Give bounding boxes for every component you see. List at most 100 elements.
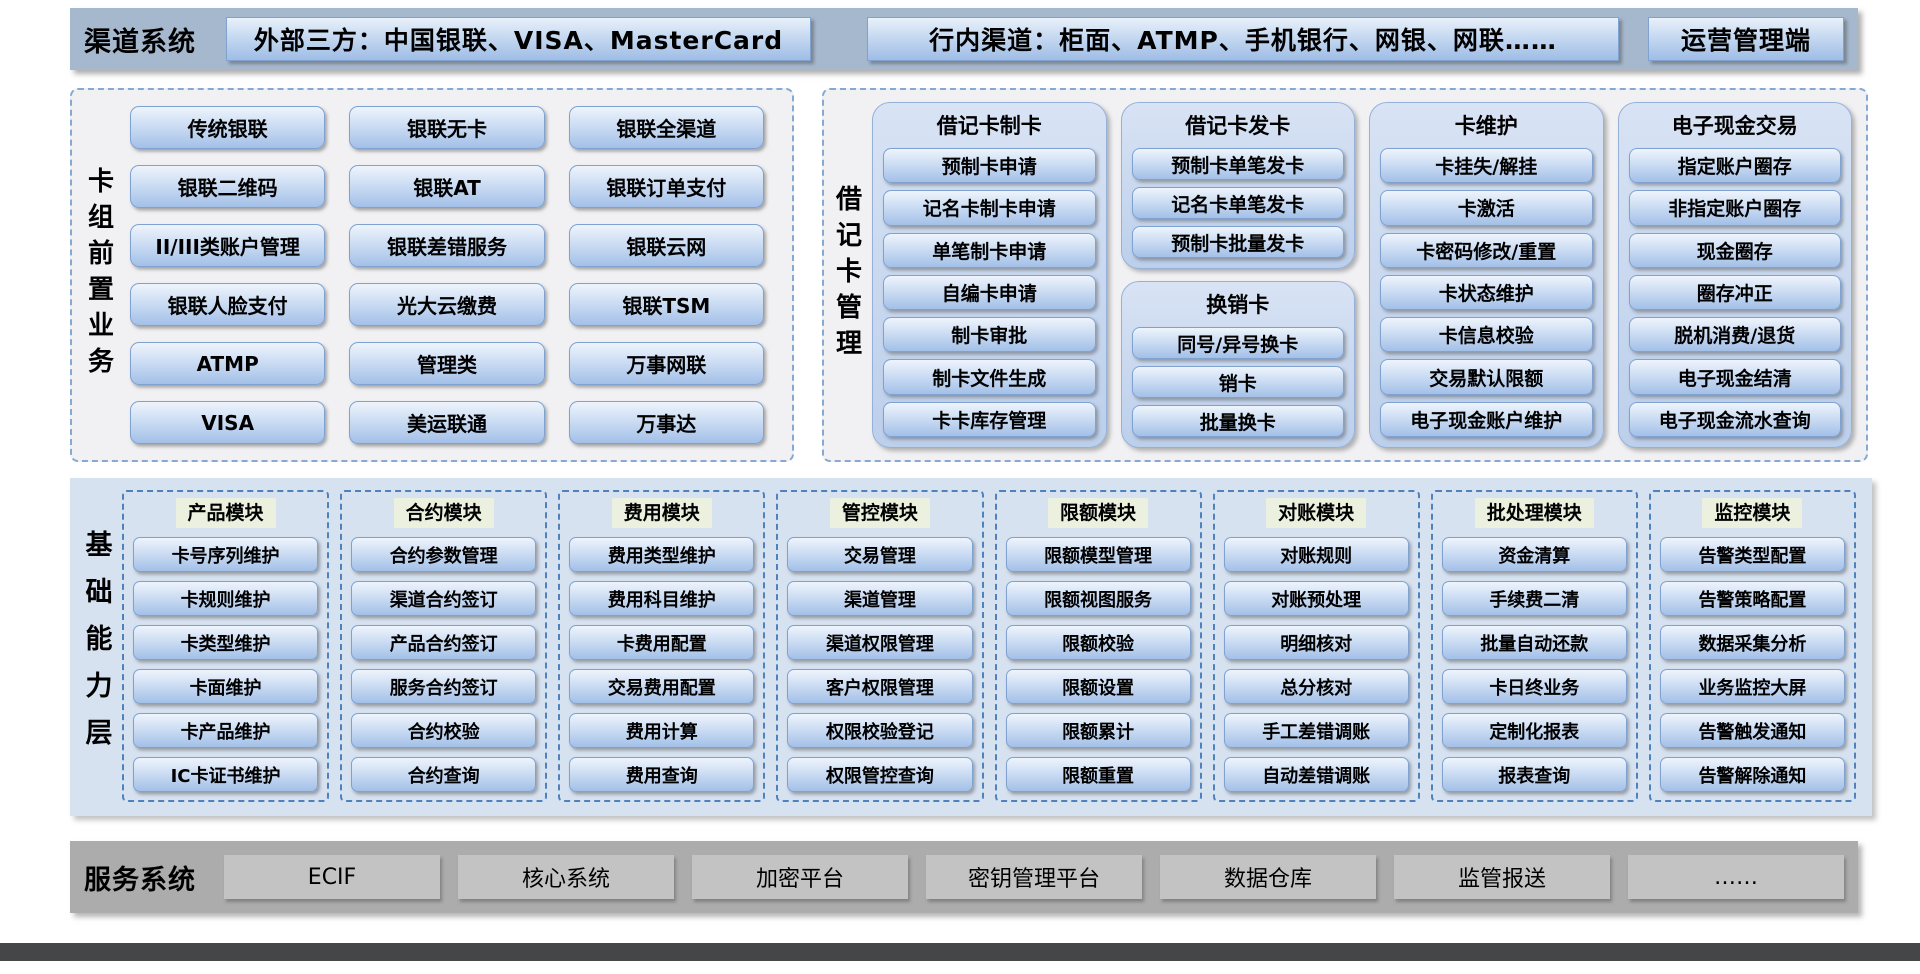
module-item-box: 费用科目维护 <box>569 581 755 616</box>
module-item-box: 费用计算 <box>569 713 755 748</box>
module-item-box: 对账预处理 <box>1223 581 1409 616</box>
swap-cancel-item-box: 销卡 <box>1131 366 1344 398</box>
module-item-box: 权限管控查询 <box>787 757 973 792</box>
module-fee: 费用模块 费用类型维护费用科目维护卡费用配置交易费用配置费用计算费用查询 <box>558 490 766 802</box>
card-front-item-box: 光大云缴费 <box>349 283 545 326</box>
module-item-box: 告警触发通知 <box>1659 713 1845 748</box>
module-item-box: 卡费用配置 <box>569 625 755 660</box>
group-swap-cancel: 换销卡 同号/异号换卡销卡批量换卡 <box>1120 281 1355 448</box>
external-third-party-box: 外部三方：中国银联、VISA、MasterCard <box>226 17 811 61</box>
module-item-box: 渠道管理 <box>787 581 973 616</box>
group-card-issuing-title: 借记卡发卡 <box>1185 114 1291 138</box>
card-maintenance-item-box: 交易默认限额 <box>1380 359 1593 395</box>
module-item-box: 卡类型维护 <box>133 625 319 660</box>
card-front-item-box: 银联云网 <box>568 224 764 267</box>
card-front-item-box: 银联无卡 <box>349 106 545 149</box>
card-maintenance-item-box: 电子现金账户维护 <box>1380 401 1593 437</box>
group-card-maintenance-title: 卡维护 <box>1454 114 1518 138</box>
module-contract: 合约模块 合约参数管理渠道合约签订产品合约签订服务合约签订合约校验合约查询 <box>340 490 548 802</box>
internal-channels-box: 行内渠道：柜面、ATMP、手机银行、网银、网联…… <box>867 17 1619 61</box>
card-maintenance-item-box: 卡挂失/解挂 <box>1380 148 1593 184</box>
module-monitor: 监控模块 告警类型配置告警策略配置数据采集分析业务监控大屏告警触发通知告警解除通… <box>1648 490 1856 802</box>
ops-management-box: 运营管理端 <box>1648 17 1844 61</box>
module-item-box: 资金清算 <box>1441 537 1627 572</box>
card-making-item-box: 制卡审批 <box>883 317 1096 353</box>
module-control-title: 管控模块 <box>829 498 930 528</box>
debit-card-groups: 借记卡制卡 预制卡申请记名卡制卡申请单笔制卡申请自编卡申请制卡审批制卡文件生成卡… <box>870 90 1866 460</box>
card-making-item-box: 记名卡制卡申请 <box>883 190 1096 226</box>
module-item-box: 数据采集分析 <box>1659 625 1845 660</box>
module-item-box: 费用类型维护 <box>569 537 755 572</box>
module-item-box: 卡日终业务 <box>1441 669 1627 704</box>
module-item-box: 明细核对 <box>1223 625 1409 660</box>
card-issuing-item-box: 记名卡单笔发卡 <box>1131 187 1344 219</box>
ecash-trade-item-box: 脱机消费/退货 <box>1628 317 1841 353</box>
card-front-business-label: 卡组前置业务 <box>83 167 114 383</box>
card-maintenance-item-box: 卡状态维护 <box>1380 274 1593 311</box>
card-maintenance-item-box: 卡信息校验 <box>1380 317 1593 353</box>
module-reconciliation-title: 对账模块 <box>1266 498 1367 528</box>
group-column-issue-swap: 借记卡发卡 预制卡单笔发卡记名卡单笔发卡预制卡批量发卡 换销卡 同号/异号换卡销… <box>1120 102 1355 448</box>
module-item-box: 交易管理 <box>787 537 973 572</box>
base-capability-label: 基础能力层 <box>80 529 112 765</box>
card-making-item-box: 自编卡申请 <box>883 274 1096 311</box>
module-item-box: 合约校验 <box>351 713 537 748</box>
module-item-box: 限额校验 <box>1005 625 1191 660</box>
card-making-item-box: 制卡文件生成 <box>883 359 1096 395</box>
card-front-item-box: 银联AT <box>349 165 545 208</box>
module-item-box: 手续费二清 <box>1441 581 1627 616</box>
module-item-box: 总分核对 <box>1223 669 1409 704</box>
card-issuing-item-box: 预制卡批量发卡 <box>1131 226 1344 258</box>
group-card-issuing: 借记卡发卡 预制卡单笔发卡记名卡单笔发卡预制卡批量发卡 <box>1120 102 1355 269</box>
ecash-trade-item-box: 电子现金结清 <box>1628 359 1841 395</box>
module-limit: 限额模块 限额模型管理限额视图服务限额校验限额设置限额累计限额重置 <box>994 490 1202 802</box>
card-making-item-box: 单笔制卡申请 <box>883 232 1096 268</box>
ecash-trade-item-box: 非指定账户圈存 <box>1628 190 1841 226</box>
module-item-box: IC卡证书维护 <box>133 757 319 792</box>
card-maintenance-item-box: 卡激活 <box>1380 190 1593 226</box>
module-monitor-title: 监控模块 <box>1702 498 1803 528</box>
module-item-box: 产品合约签订 <box>351 625 537 660</box>
card-front-item-box: 银联人脸支付 <box>130 283 326 326</box>
channel-system-label: 渠道系统 <box>84 26 196 58</box>
module-item-box: 限额设置 <box>1005 669 1191 704</box>
module-item-box: 批量自动还款 <box>1441 625 1627 660</box>
module-item-box: 限额累计 <box>1005 713 1191 748</box>
module-item-box: 卡产品维护 <box>133 713 319 748</box>
module-item-box: 渠道合约签订 <box>351 581 537 616</box>
module-item-box: 客户权限管理 <box>787 669 973 704</box>
module-item-box: 权限校验登记 <box>787 713 973 748</box>
card-front-item-box: 银联二维码 <box>130 165 326 208</box>
card-front-item-box: 美运联通 <box>349 401 545 444</box>
card-making-item-box: 卡卡库存管理 <box>883 401 1096 437</box>
service-system-box: 数据仓库 <box>1160 855 1376 899</box>
module-item-box: 报表查询 <box>1441 757 1627 792</box>
module-fee-title: 费用模块 <box>611 498 712 528</box>
module-item-box: 交易费用配置 <box>569 669 755 704</box>
module-item-box: 卡面维护 <box>133 669 319 704</box>
service-system-box: 核心系统 <box>458 855 674 899</box>
card-front-item-box: 银联TSM <box>568 283 764 326</box>
group-ecash-trade: 电子现金交易 指定账户圈存非指定账户圈存现金圈存圈存冲正脱机消费/退货电子现金结… <box>1617 102 1852 448</box>
module-item-box: 定制化报表 <box>1441 713 1627 748</box>
card-front-item-box: 万事达 <box>568 401 764 444</box>
module-item-box: 卡号序列维护 <box>133 537 319 572</box>
card-issuing-item-box: 预制卡单笔发卡 <box>1131 148 1344 180</box>
swap-cancel-item-box: 同号/异号换卡 <box>1131 327 1344 359</box>
group-card-making-title: 借记卡制卡 <box>936 114 1042 138</box>
debit-card-management-label: 借记卡管理 <box>831 185 862 365</box>
module-limit-title: 限额模块 <box>1048 498 1149 528</box>
card-front-item-box: 银联订单支付 <box>568 165 764 208</box>
ecash-trade-item-box: 电子现金流水查询 <box>1628 401 1841 437</box>
card-front-item-box: 银联全渠道 <box>568 106 764 149</box>
service-system-box: …… <box>1628 855 1844 899</box>
module-control: 管控模块 交易管理渠道管理渠道权限管理客户权限管理权限校验登记权限管控查询 <box>776 490 984 802</box>
service-system-box: 加密平台 <box>692 855 908 899</box>
module-item-box: 告警解除通知 <box>1659 757 1845 792</box>
service-system-box: 监管报送 <box>1394 855 1610 899</box>
ecash-trade-item-box: 现金圈存 <box>1628 232 1841 268</box>
